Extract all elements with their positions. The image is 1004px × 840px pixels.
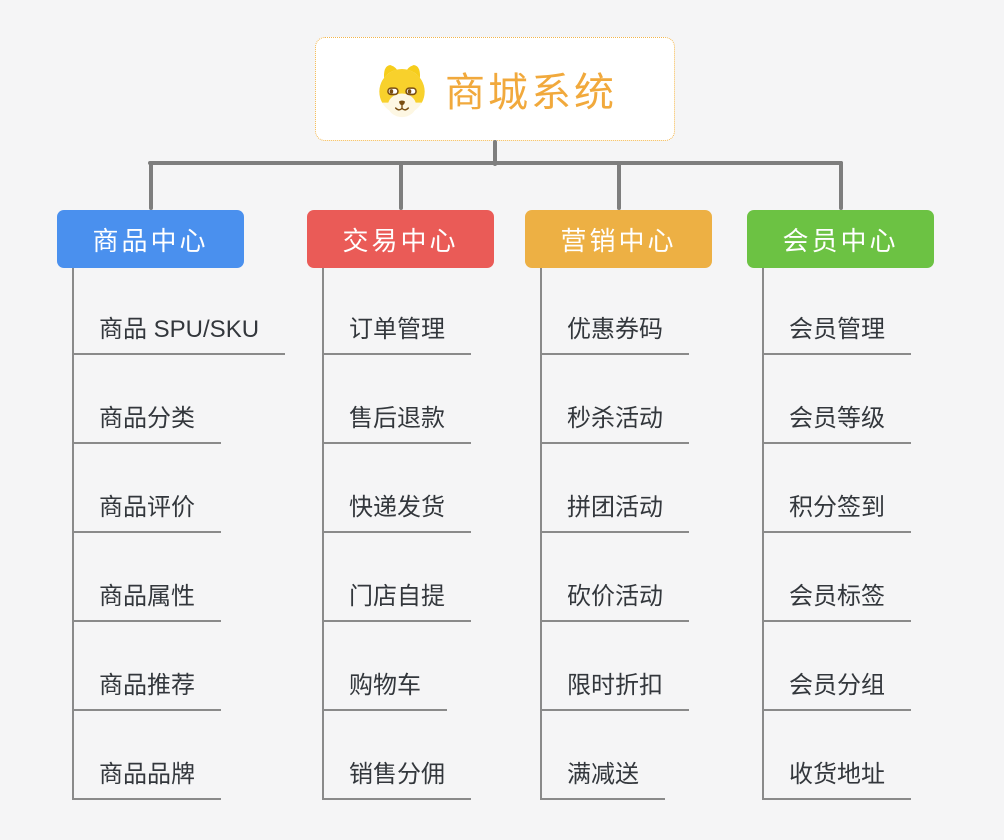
leaf-node[interactable]: 购物车 — [322, 665, 447, 711]
connector-drop — [398, 161, 403, 210]
leaf-node[interactable]: 限时折扣 — [540, 665, 689, 711]
connector-branch-trunk — [72, 268, 74, 800]
leaf-node[interactable]: 会员等级 — [762, 398, 911, 444]
leaf-node[interactable]: 销售分佣 — [322, 754, 471, 800]
leaf-node[interactable]: 售后退款 — [322, 398, 471, 444]
leaf-node[interactable]: 砍价活动 — [540, 576, 689, 622]
leaf-node[interactable]: 门店自提 — [322, 576, 471, 622]
connector-branch-trunk — [540, 268, 542, 800]
leaf-node[interactable]: 秒杀活动 — [540, 398, 689, 444]
leaf-node[interactable]: 会员管理 — [762, 309, 911, 355]
root-node[interactable]: 商城系统 — [315, 37, 675, 141]
leaf-node[interactable]: 商品分类 — [72, 398, 221, 444]
root-title: 商城系统 — [445, 71, 617, 115]
leaf-node[interactable]: 会员分组 — [762, 665, 911, 711]
connector-branch-trunk — [322, 268, 324, 800]
leaf-node[interactable]: 拼团活动 — [540, 487, 689, 533]
leaf-node[interactable]: 积分签到 — [762, 487, 911, 533]
connector-drop — [838, 161, 843, 210]
leaf-node[interactable]: 会员标签 — [762, 576, 911, 622]
leaf-node[interactable]: 商品品牌 — [72, 754, 221, 800]
branch-node-3[interactable]: 营销中心 — [525, 210, 712, 268]
leaf-node[interactable]: 快递发货 — [322, 487, 471, 533]
connector-root-stem — [493, 140, 497, 166]
leaf-node[interactable]: 商品属性 — [72, 576, 221, 622]
leaf-node[interactable]: 满减送 — [540, 754, 665, 800]
connector-drop — [148, 161, 153, 210]
branch-node-2[interactable]: 交易中心 — [307, 210, 494, 268]
connector-bus — [148, 161, 843, 165]
leaf-node[interactable]: 商品 SPU/SKU — [72, 309, 286, 355]
connector-drop — [616, 161, 621, 210]
branch-node-1[interactable]: 商品中心 — [57, 210, 244, 268]
leaf-node[interactable]: 商品推荐 — [72, 665, 221, 711]
leaf-node[interactable]: 商品评价 — [72, 487, 221, 533]
leaf-node[interactable]: 收货地址 — [762, 754, 911, 800]
leaf-node[interactable]: 订单管理 — [322, 309, 471, 355]
shiba-dog-icon — [373, 60, 431, 118]
connector-branch-trunk — [762, 268, 764, 800]
branch-node-4[interactable]: 会员中心 — [747, 210, 934, 268]
leaf-node[interactable]: 优惠券码 — [540, 309, 689, 355]
